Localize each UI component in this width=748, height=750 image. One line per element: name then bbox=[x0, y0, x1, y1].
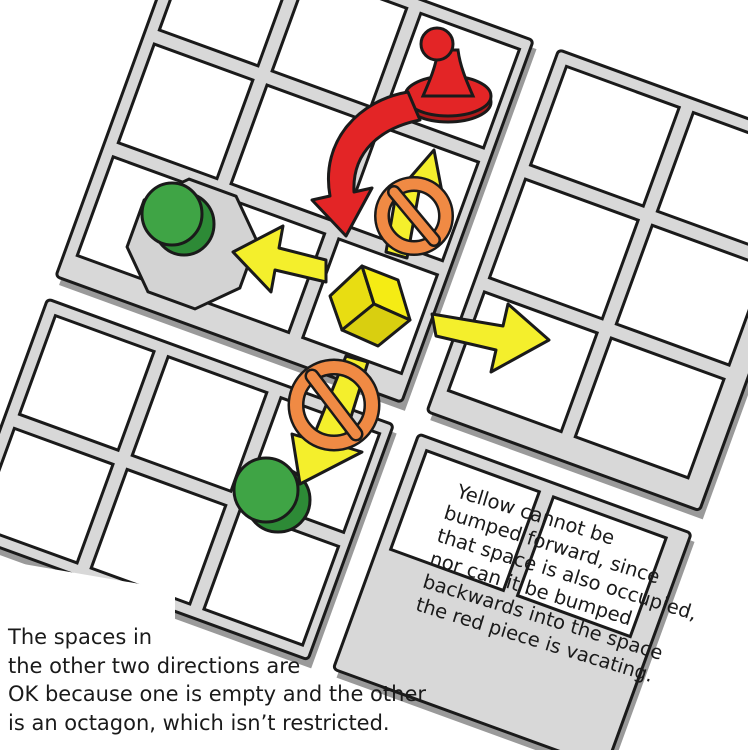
caption-line: is an octagon, which isn’t restricted. bbox=[8, 709, 426, 738]
caption-line: The spaces in bbox=[8, 623, 426, 652]
caption-open-directions: The spaces in the other two directions a… bbox=[8, 623, 426, 737]
caption-line: OK because one is empty and the other bbox=[8, 680, 426, 709]
caption-line: the other two directions are bbox=[8, 652, 426, 681]
